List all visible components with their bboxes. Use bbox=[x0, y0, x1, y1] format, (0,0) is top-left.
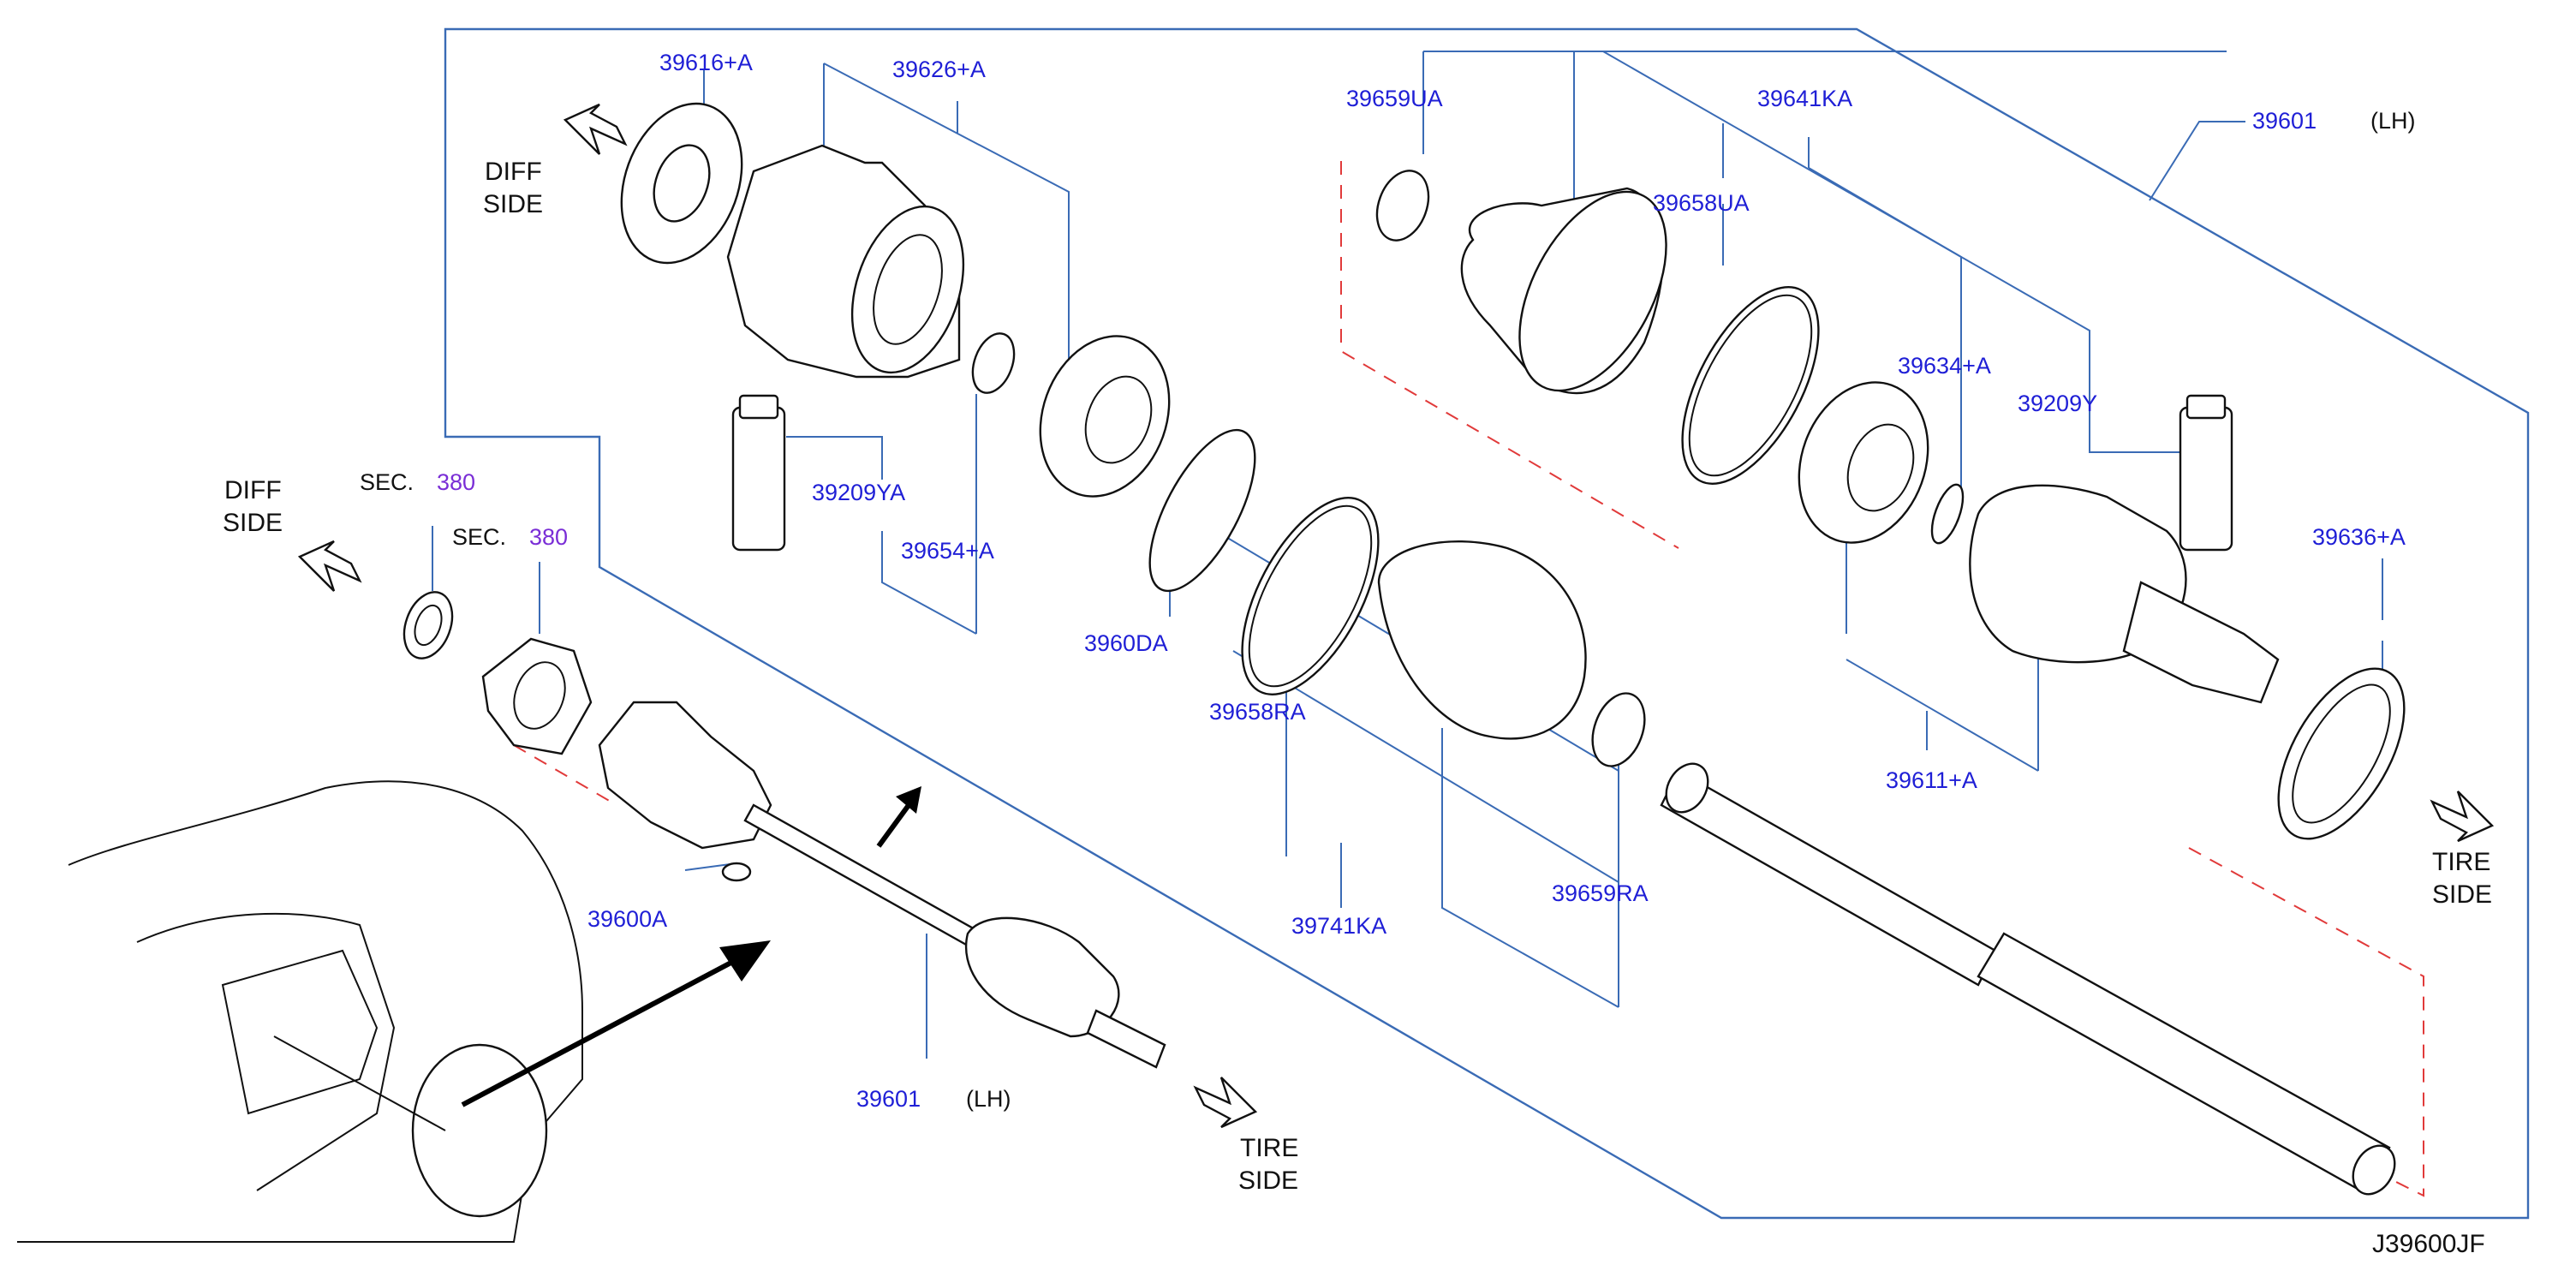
part-label-39659ra[interactable]: 39659RA bbox=[1552, 880, 1649, 906]
part-label-39641ka[interactable]: 39641KA bbox=[1757, 86, 1852, 111]
tire-side-label-bottom-1: TIRE bbox=[1240, 1134, 1298, 1162]
direction-arrows bbox=[461, 786, 921, 1107]
diff-side-arrow-left-icon bbox=[297, 540, 362, 592]
part-label-39636a[interactable]: 39636+A bbox=[2312, 524, 2406, 550]
boot-bands bbox=[1241, 286, 1820, 695]
tire-side-label-right-2: SIDE bbox=[2432, 880, 2492, 909]
lh-label-bottom: (LH) bbox=[966, 1086, 1011, 1112]
centerline-shaft bbox=[2188, 847, 2424, 1197]
tire-side-label-right-1: TIRE bbox=[2432, 848, 2490, 876]
tire-side-label-bottom-2: SIDE bbox=[1238, 1167, 1298, 1195]
sec-label-1: SEC. bbox=[360, 469, 414, 495]
intermediate-shaft bbox=[1660, 762, 2396, 1196]
part-label-39611a[interactable]: 39611+A bbox=[1886, 767, 1977, 793]
part-label-39654a[interactable]: 39654+A bbox=[901, 538, 994, 564]
grease-tubes bbox=[731, 394, 2233, 552]
drive-shaft-assembly bbox=[598, 701, 1166, 1069]
diff-side-label-top-2: SIDE bbox=[483, 190, 543, 218]
diagram-reference-code: J39600JF bbox=[2372, 1230, 2485, 1258]
diff-side-seal-parts bbox=[402, 591, 593, 755]
part-label-3960da[interactable]: 3960⁠DA bbox=[1084, 630, 1168, 656]
side-arrows bbox=[297, 103, 2495, 1129]
centerline-car-shaft bbox=[513, 744, 617, 806]
part-label-39626a[interactable]: 39626+A bbox=[892, 57, 986, 82]
part-label-39659ua[interactable]: 39659UA bbox=[1346, 86, 1443, 111]
inner-joint-housing bbox=[620, 102, 965, 379]
tire-side-arrow-bottom-icon bbox=[1193, 1077, 1258, 1129]
part-label-39209ya[interactable]: 39209YA bbox=[812, 480, 905, 505]
sec-label-2: SEC. bbox=[452, 524, 506, 550]
snap-rings bbox=[971, 170, 1965, 767]
joint-cages bbox=[1039, 335, 1929, 544]
diff-side-label-left-1: DIFF bbox=[224, 476, 282, 504]
sec-number-2[interactable]: 380 bbox=[529, 524, 568, 550]
vehicle-silhouette bbox=[17, 780, 583, 1243]
part-label-39741ka[interactable]: 39741KA bbox=[1291, 913, 1386, 939]
diff-side-label-left-2: SIDE bbox=[223, 509, 283, 537]
part-label-39601-bottom[interactable]: 39601 bbox=[856, 1086, 921, 1112]
part-label-39600a[interactable]: 39600A bbox=[587, 906, 667, 932]
tire-side-arrow-icon bbox=[2430, 791, 2495, 843]
sec-number-1[interactable]: 380 bbox=[437, 469, 475, 495]
part-label-39658ua[interactable]: 39658UA bbox=[1653, 190, 1750, 216]
assembly-frame bbox=[444, 27, 2530, 1220]
part-label-39634a[interactable]: 39634+A bbox=[1898, 353, 1991, 379]
diff-side-label-top-1: DIFF bbox=[485, 158, 542, 186]
part-label-39601-top[interactable]: 39601 bbox=[2252, 108, 2317, 134]
part-label-39658ra[interactable]: 39658RA bbox=[1209, 699, 1306, 725]
diff-side-arrow-icon bbox=[563, 103, 628, 155]
outer-joint bbox=[1969, 484, 2406, 840]
lh-label-top: (LH) bbox=[2370, 108, 2416, 134]
boots bbox=[1377, 187, 1667, 740]
part-label-39209y[interactable]: 39209Y bbox=[2018, 391, 2097, 416]
part-label-39616a[interactable]: 39616+A bbox=[659, 50, 753, 75]
